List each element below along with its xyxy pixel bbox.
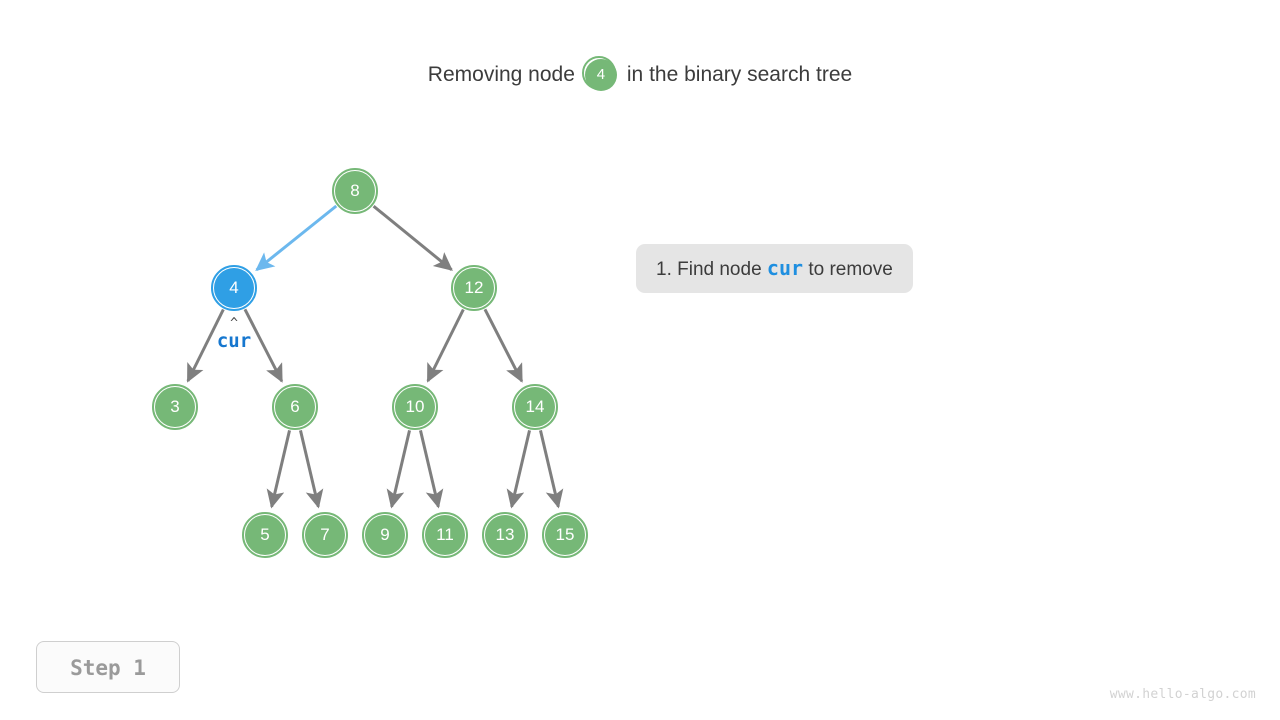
title-prefix: Removing node: [427, 63, 575, 86]
tree-node-value: 11: [425, 515, 465, 555]
tree-node-value: 7: [305, 515, 345, 555]
title-node-value: 4: [584, 59, 617, 91]
cur-caret-icon: ^: [230, 316, 238, 331]
tree-node-value: 13: [485, 515, 525, 555]
tree-edge: [426, 308, 465, 383]
tree-node-14[interactable]: 14: [512, 384, 558, 430]
tree-node-value: 12: [454, 268, 494, 308]
tree-node-8[interactable]: 8: [332, 168, 378, 214]
tree-edge: [299, 430, 324, 509]
caption-prefix: 1. Find node: [656, 259, 762, 280]
tree-node-value: 14: [515, 387, 555, 427]
cur-pointer-label: cur: [216, 330, 252, 352]
tree-edge: [372, 205, 453, 271]
tree-node-value: 9: [365, 515, 405, 555]
tree-node-value: 3: [155, 387, 195, 427]
title-node-badge: 4: [581, 56, 620, 94]
tree-node-7[interactable]: 7: [302, 512, 348, 558]
step-badge: Step 1: [36, 641, 180, 693]
tree-edge: [186, 308, 225, 383]
cur-pointer: ^ cur: [174, 316, 294, 352]
tree-edge: [255, 204, 338, 272]
tree-node-12[interactable]: 12: [451, 265, 497, 311]
tree-edge: [506, 430, 531, 509]
tree-node-value: 8: [335, 171, 375, 211]
tree-node-6[interactable]: 6: [272, 384, 318, 430]
step-caption: 1. Find node cur to remove: [636, 244, 913, 293]
caption-suffix: to remove: [808, 259, 893, 280]
tree-node-value: 5: [245, 515, 285, 555]
tree-edge: [419, 430, 444, 509]
tree-edge: [243, 308, 284, 383]
tree-node-4[interactable]: 4: [211, 265, 257, 311]
tree-node-value: 6: [275, 387, 315, 427]
tree-node-13[interactable]: 13: [482, 512, 528, 558]
tree-edge: [386, 430, 411, 509]
tree-node-5[interactable]: 5: [242, 512, 288, 558]
tree-node-value: 4: [214, 268, 254, 308]
tree-node-11[interactable]: 11: [422, 512, 468, 558]
tree-node-3[interactable]: 3: [152, 384, 198, 430]
tree-node-15[interactable]: 15: [542, 512, 588, 558]
tree-edge: [266, 430, 291, 509]
tree-edge: [539, 430, 564, 509]
caption-highlight-cur: cur: [766, 256, 804, 280]
watermark: www.hello-algo.com: [1109, 687, 1256, 702]
tree-edge: [483, 308, 524, 383]
tree-node-9[interactable]: 9: [362, 512, 408, 558]
tree-node-10[interactable]: 10: [392, 384, 438, 430]
tree-node-value: 10: [395, 387, 435, 427]
tree-node-value: 15: [545, 515, 585, 555]
page-title: Removing node 4 in the binary search tre…: [0, 56, 1280, 94]
title-suffix: in the binary search tree: [626, 63, 853, 86]
